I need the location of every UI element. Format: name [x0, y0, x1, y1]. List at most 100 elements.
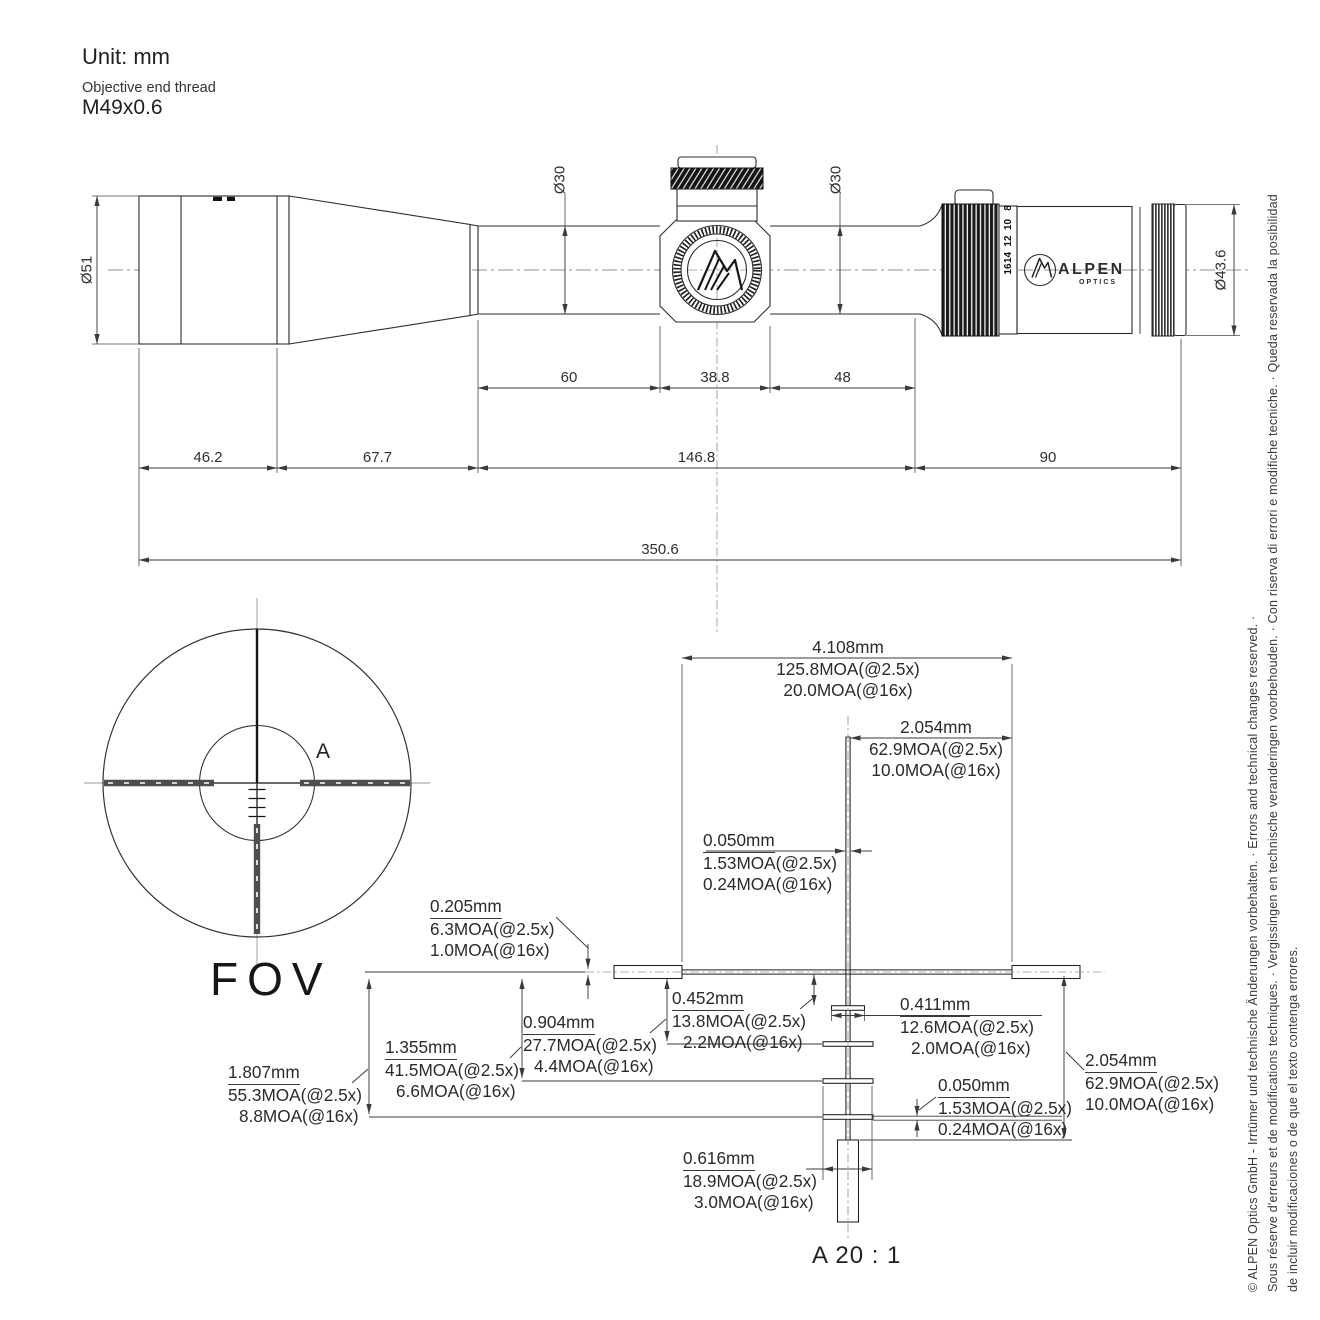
dim-moa16: 2.0MOA(@16x)	[911, 1038, 1031, 1058]
dim-saddle: 38.8	[700, 369, 730, 386]
dim-moa25: 6.3MOA(@2.5x)	[430, 918, 555, 939]
eyepiece-end-cap	[1173, 203, 1187, 337]
dim-moa16: 1.0MOA(@16x)	[430, 940, 550, 960]
dim-moa16: 20.0MOA(@16x)	[783, 680, 913, 700]
dim-moa25: 13.8MOA(@2.5x)	[672, 1010, 806, 1031]
dim-moa25: 1.53MOA(@2.5x)	[703, 852, 837, 873]
legal-text-line-1: © ALPEN Optics GmbH - Irrtümer und techn…	[1246, 615, 1260, 1292]
dia-tube-label-2: Ø30	[827, 165, 845, 195]
zoom-ring-numbers: 16 14 12 10 8	[1003, 205, 1014, 275]
zoom-number: 16	[1003, 263, 1014, 275]
legal-text-line-2: Sous réserve d'erreurs et de modificatio…	[1266, 194, 1280, 1292]
index-mark	[213, 196, 222, 201]
dim-mm: 0.050mm	[938, 1075, 1010, 1098]
dim-label-width-full: 4.108mm 125.8MOA(@2.5x) 20.0MOA(@16x)	[760, 637, 936, 702]
dim-label-line-gap-bottom: 0.050mm 1.53MOA(@2.5x) 0.24MOA(@16x)	[938, 1075, 1072, 1141]
dim-mm: 0.904mm	[523, 1012, 595, 1035]
dim-label-width-half: 2.054mm 62.9MOA(@2.5x) 10.0MOA(@16x)	[855, 717, 1017, 782]
dim-main-tube: 146.8	[677, 449, 716, 466]
detail-scale-label: A 20 : 1	[812, 1242, 902, 1269]
dim-mm: 0.411mm	[900, 994, 971, 1017]
side-turret-knurl	[673, 226, 761, 314]
scope-side-view: 16 14 12 10 8	[92, 145, 1248, 632]
brand-sub-text: OPTICS	[1079, 279, 1118, 286]
dim-label-line-thickness: 0.205mm 6.3MOA(@2.5x) 1.0MOA(@16x)	[430, 896, 554, 962]
turret-knurl-band	[670, 167, 764, 190]
index-mark	[227, 196, 235, 201]
zoom-number: 8	[1003, 205, 1014, 211]
dia-eyepiece-label: Ø43.6	[1212, 249, 1230, 291]
dim-moa25: 12.6MOA(@2.5x)	[900, 1016, 1034, 1037]
thread-value: M49x0.6	[82, 96, 163, 119]
dim-moa16: 2.2MOA(@16x)	[683, 1032, 803, 1052]
dim-label-drop-to-post: 2.054mm 62.9MOA(@2.5x) 10.0MOA(@16x)	[1085, 1050, 1219, 1116]
turret-assembly	[659, 156, 771, 323]
dim-label-drop-3: 1.355mm 41.5MOA(@2.5x) 6.6MOA(@16x)	[385, 1037, 519, 1103]
dim-moa25: 62.9MOA(@2.5x)	[1085, 1072, 1219, 1093]
detail-marker-a: A	[316, 740, 331, 763]
dim-moa25: 62.9MOA(@2.5x)	[869, 738, 1003, 759]
dim-moa16: 10.0MOA(@16x)	[871, 760, 1001, 780]
dim-mm: 2.054mm	[900, 717, 972, 737]
main-tube	[478, 225, 920, 315]
zoom-ring-knurl	[941, 203, 1000, 337]
dim-label-drop-1: 0.452mm 13.8MOA(@2.5x) 2.2MOA(@16x)	[672, 988, 806, 1054]
dim-objective-ring: 46.2	[193, 449, 223, 466]
dim-moa16: 8.8MOA(@16x)	[239, 1106, 359, 1126]
dim-moa25: 1.53MOA(@2.5x)	[938, 1097, 1072, 1118]
dim-moa16: 6.6MOA(@16x)	[396, 1081, 516, 1101]
fov-diagram	[84, 598, 430, 968]
dim-moa16: 3.0MOA(@16x)	[694, 1192, 814, 1212]
dim-mm: 1.355mm	[385, 1037, 457, 1060]
thread-label: Objective end thread	[82, 80, 216, 96]
dim-mm: 0.205mm	[430, 896, 502, 919]
diopter-ring-knurl	[1151, 203, 1175, 337]
reticle-detail-view	[351, 655, 1105, 1238]
dim-label-line-gap-top: 0.050mm 1.53MOA(@2.5x) 0.24MOA(@16x)	[703, 830, 837, 896]
turret-cap-lip	[677, 156, 757, 169]
scope-dimension-lines	[92, 193, 1240, 566]
dim-moa16: 0.24MOA(@16x)	[938, 1119, 1068, 1139]
dim-moa16: 0.24MOA(@16x)	[703, 874, 833, 894]
dim-label-drop-2: 0.904mm 27.7MOA(@2.5x) 4.4MOA(@16x)	[523, 1012, 657, 1078]
dim-moa25: 125.8MOA(@2.5x)	[776, 658, 920, 679]
dim-mm: 4.108mm	[812, 637, 884, 657]
dim-moa25: 41.5MOA(@2.5x)	[385, 1059, 519, 1080]
dim-mm: 0.616mm	[683, 1148, 755, 1171]
dim-moa16: 10.0MOA(@16x)	[1085, 1094, 1215, 1114]
dim-mm: 0.050mm	[703, 830, 775, 853]
dim-moa16: 4.4MOA(@16x)	[534, 1056, 654, 1076]
dim-mm: 1.807mm	[228, 1062, 300, 1085]
dim-moa25: 55.3MOA(@2.5x)	[228, 1084, 362, 1105]
unit-note: Unit: mm	[82, 44, 170, 69]
objective-bell	[138, 195, 479, 345]
dim-bell-taper: 67.7	[362, 449, 393, 466]
brand-text: ALPEN	[1058, 261, 1125, 278]
dim-moa25: 27.7MOA(@2.5x)	[523, 1034, 657, 1055]
zoom-number: 14	[1003, 252, 1014, 264]
dia-objective-label: Ø51	[78, 255, 96, 285]
zoom-number: 10	[1003, 219, 1014, 231]
zoom-number: 12	[1003, 235, 1014, 247]
dim-label-tick-long: 0.616mm 18.9MOA(@2.5x) 3.0MOA(@16x)	[683, 1148, 817, 1214]
dim-mm: 2.054mm	[1085, 1050, 1157, 1073]
dim-tube-front: 60	[560, 369, 578, 386]
dim-mm: 0.452mm	[672, 988, 744, 1011]
reticle-left-block	[613, 964, 683, 980]
detail-reticle	[585, 716, 1105, 1238]
fov-reticle	[104, 629, 410, 934]
dim-tube-rear: 48	[834, 369, 851, 386]
dim-moa25: 18.9MOA(@2.5x)	[683, 1170, 817, 1191]
eyepiece-assembly: 16 14 12 10 8	[919, 189, 1187, 337]
dia-tube-label-1: Ø30	[551, 165, 569, 195]
dim-eyepiece: 90	[1039, 449, 1057, 466]
alpen-mountain-logo	[696, 249, 744, 291]
eyepiece-logo-icon	[1023, 253, 1057, 287]
dim-label-tick-short: 0.411mm 12.6MOA(@2.5x) 2.0MOA(@16x)	[900, 994, 1034, 1060]
fov-label: FOV	[210, 953, 332, 1005]
dim-total-length: 350.6	[641, 541, 679, 558]
detail-dimension-lines	[351, 655, 1085, 1180]
dim-label-drop-4: 1.807mm 55.3MOA(@2.5x) 8.8MOA(@16x)	[228, 1062, 362, 1128]
